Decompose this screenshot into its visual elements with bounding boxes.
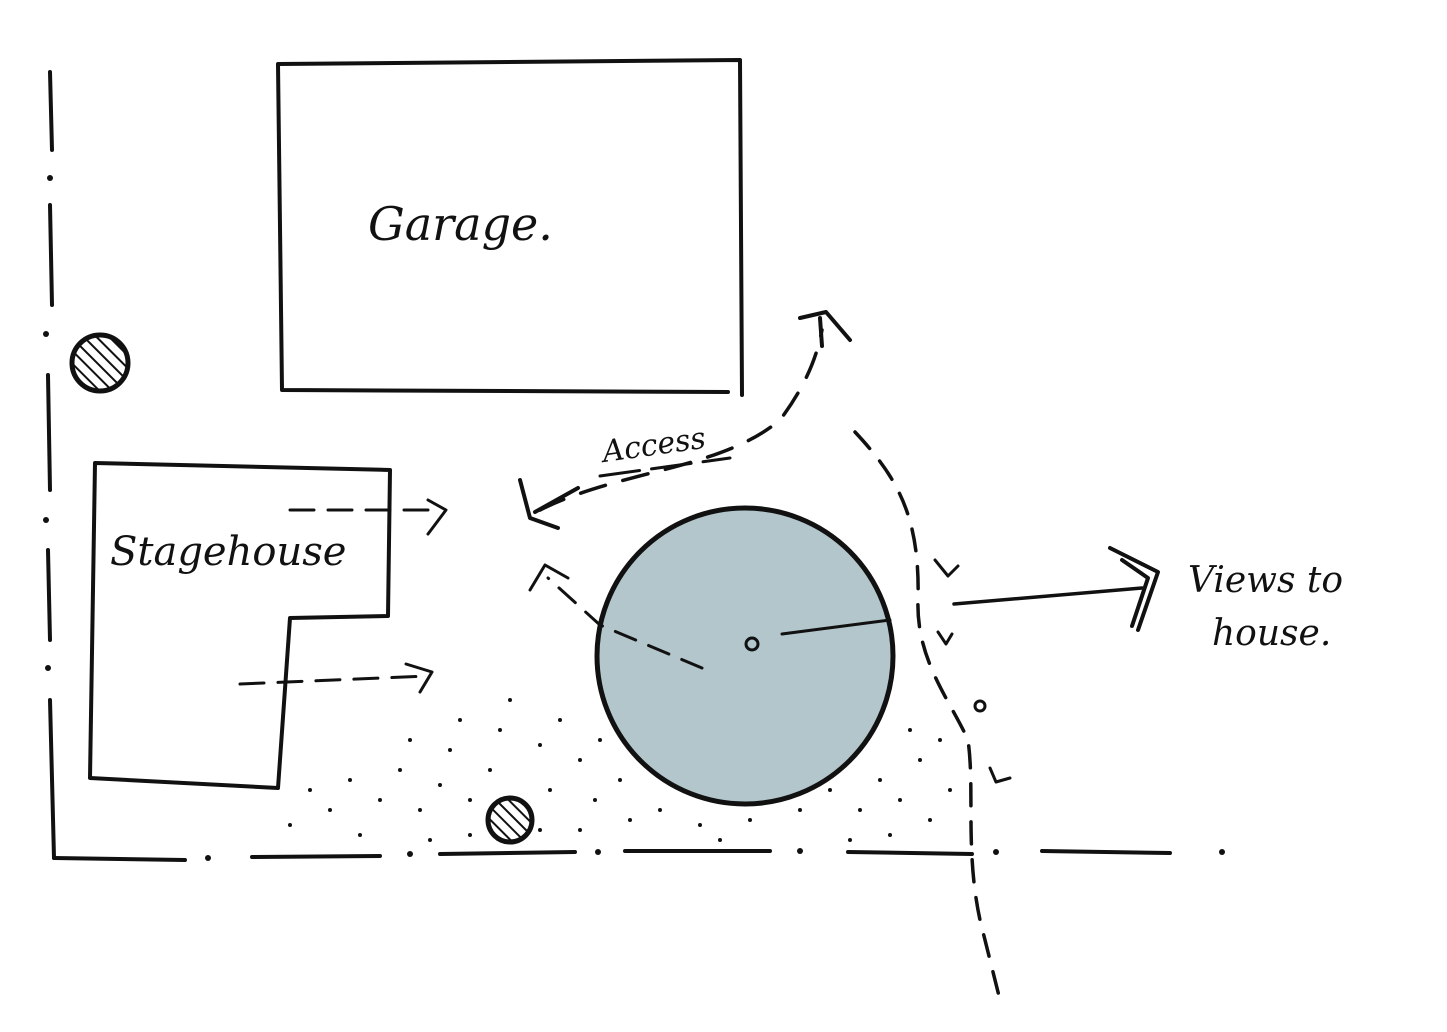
access-underline (598, 456, 732, 478)
views-label-line1: Views to (1188, 560, 1343, 601)
path-tick-1 (933, 558, 960, 578)
views-arrow-icon (1108, 546, 1160, 632)
tree-symbol-south (485, 795, 535, 845)
arrowhead-lower-icon (404, 662, 434, 694)
stagehouse-label: Stagehouse (110, 529, 346, 575)
east-path-dashed (853, 430, 1002, 1002)
pond-radius-dashed-line (546, 576, 704, 670)
access-arrow-west-icon (518, 478, 580, 530)
stagehouse-dashed-arrow-lower (238, 674, 430, 686)
access-arrow-north-icon (798, 310, 852, 348)
pond-radius-line (780, 618, 892, 636)
stipple-planting-area (288, 698, 952, 842)
pond-circle (594, 505, 896, 807)
path-marker-circle (973, 699, 987, 713)
views-arrow-line (952, 586, 1144, 606)
views-label-line2: house. (1212, 613, 1331, 654)
path-tick-3 (988, 766, 1012, 784)
arrowhead-upper-icon (426, 498, 448, 536)
tree-symbol-north (69, 332, 131, 394)
garage-label: Garage. (368, 197, 553, 251)
access-path-dashed (538, 328, 824, 512)
stagehouse-building (88, 461, 392, 790)
garage-building (276, 58, 744, 397)
pond-center-mark (744, 636, 760, 652)
path-tick-2 (936, 630, 954, 646)
arrow-northwest-icon (528, 563, 570, 592)
site-boundary (43, 70, 1225, 862)
